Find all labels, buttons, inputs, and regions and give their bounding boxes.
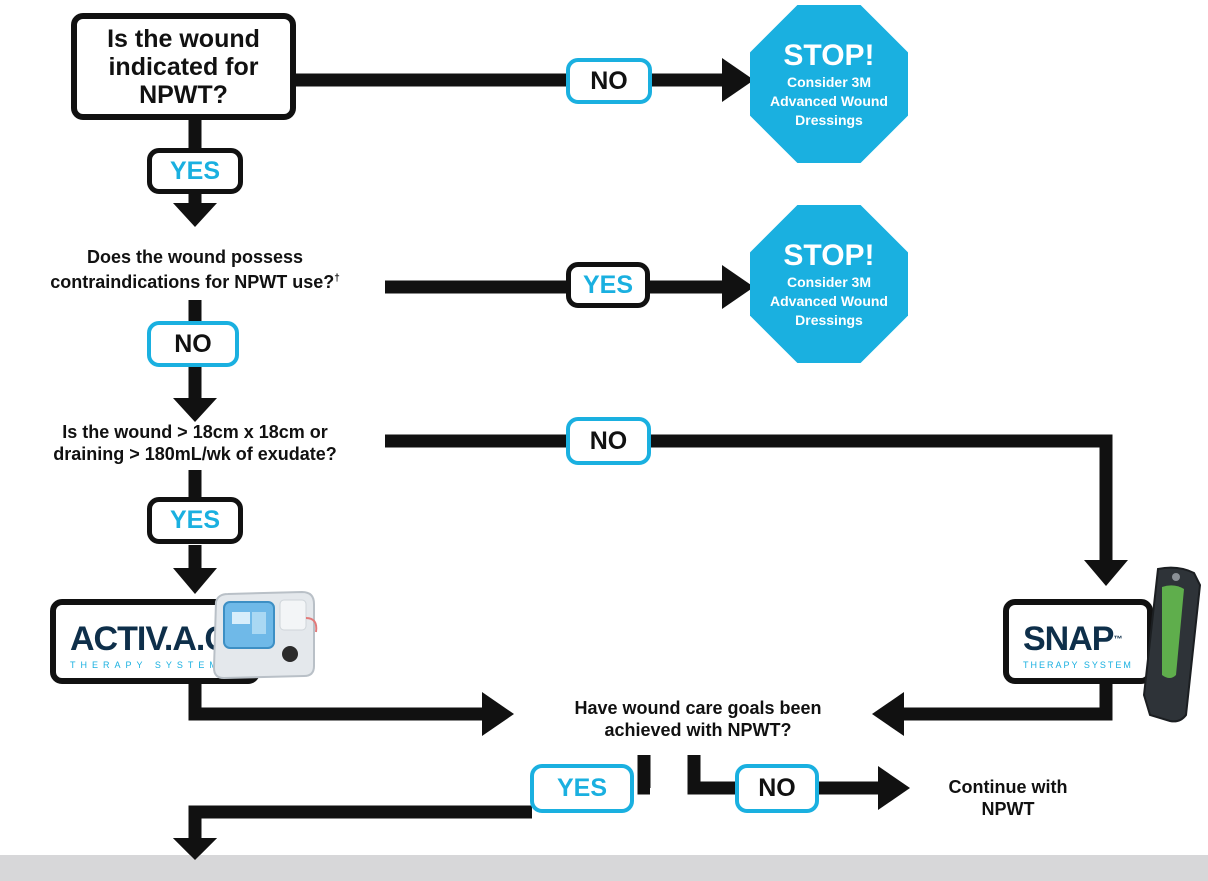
label-no-goals: NO — [735, 764, 819, 813]
stop-line: Advanced Wound — [770, 92, 888, 109]
snap-device-image — [1142, 566, 1202, 723]
stop-title: STOP! — [783, 238, 875, 272]
question-goals: Have wound care goals been achieved with… — [518, 697, 878, 741]
label-yes-contraindications: YES — [566, 262, 650, 308]
dagger-mark: † — [334, 273, 340, 284]
label-yes-indicated: YES — [147, 148, 243, 194]
question-line: contraindications for NPWT use?† — [0, 268, 390, 293]
start-question-box: Is the wound indicated for NPWT? — [71, 13, 296, 120]
snap-logo: SNAP™ — [1023, 622, 1147, 656]
stop-title: STOP! — [783, 38, 875, 72]
snap-tagline: THERAPY SYSTEM — [1023, 660, 1133, 670]
label-no-contraindications: NO — [147, 321, 239, 367]
trademark-mark: ™ — [1113, 634, 1123, 644]
label-text: NO — [590, 66, 628, 95]
activac-brand-text: ACTIV.A.C. — [70, 620, 237, 658]
snap-system-box: SNAP™ THERAPY SYSTEM — [1003, 599, 1153, 684]
stop-line: Advanced Wound — [770, 292, 888, 309]
label-yes-size: YES — [147, 497, 243, 544]
activac-device-image — [212, 590, 318, 680]
bottom-band — [0, 855, 1208, 881]
stop-sign-2: STOP! Consider 3M Advanced Wound Dressin… — [750, 205, 908, 363]
question-line: achieved with NPWT? — [604, 720, 792, 740]
label-text: YES — [556, 774, 608, 802]
stop-line: Consider 3M — [786, 273, 871, 290]
label-text: NO — [589, 426, 628, 455]
label-text: YES — [169, 156, 221, 185]
stop-line: Dressings — [795, 111, 863, 128]
label-text: NO — [174, 329, 212, 358]
label-text: YES — [582, 270, 634, 299]
stop-line: Consider 3M — [786, 73, 871, 90]
question-size-exudate: Is the wound > 18cm x 18cm or draining >… — [0, 421, 390, 465]
question-line: Does the wound possess — [86, 247, 304, 267]
continue-line: NPWT — [981, 799, 1035, 819]
activac-logo: ACTIV.A.C.™ — [70, 622, 254, 656]
activac-tagline: THERAPY SYSTEM — [70, 660, 222, 670]
continue-npwt-text: Continue with NPWT — [928, 776, 1088, 820]
question-contraindications: Does the wound possess contraindications… — [0, 246, 390, 293]
question-line: Have wound care goals been — [574, 698, 822, 718]
start-question-text: Is the wound indicated for NPWT? — [107, 24, 260, 109]
stop-line: Dressings — [795, 311, 863, 328]
question-line: draining > 180mL/wk of exudate? — [53, 444, 337, 464]
continue-line: Continue with — [948, 777, 1068, 797]
stop-sign-1: STOP! Consider 3M Advanced Wound Dressin… — [750, 5, 908, 163]
label-no-indicated: NO — [566, 58, 652, 104]
label-text: NO — [758, 774, 796, 802]
label-text: YES — [169, 506, 221, 534]
down-arrow-icon — [173, 838, 217, 860]
question-line: Is the wound > 18cm x 18cm or — [62, 422, 328, 442]
question-line-text: contraindications for NPWT use? — [50, 272, 335, 292]
snap-brand-text: SNAP — [1023, 620, 1114, 658]
label-no-size: NO — [566, 417, 651, 465]
label-yes-goals: YES — [530, 764, 634, 813]
